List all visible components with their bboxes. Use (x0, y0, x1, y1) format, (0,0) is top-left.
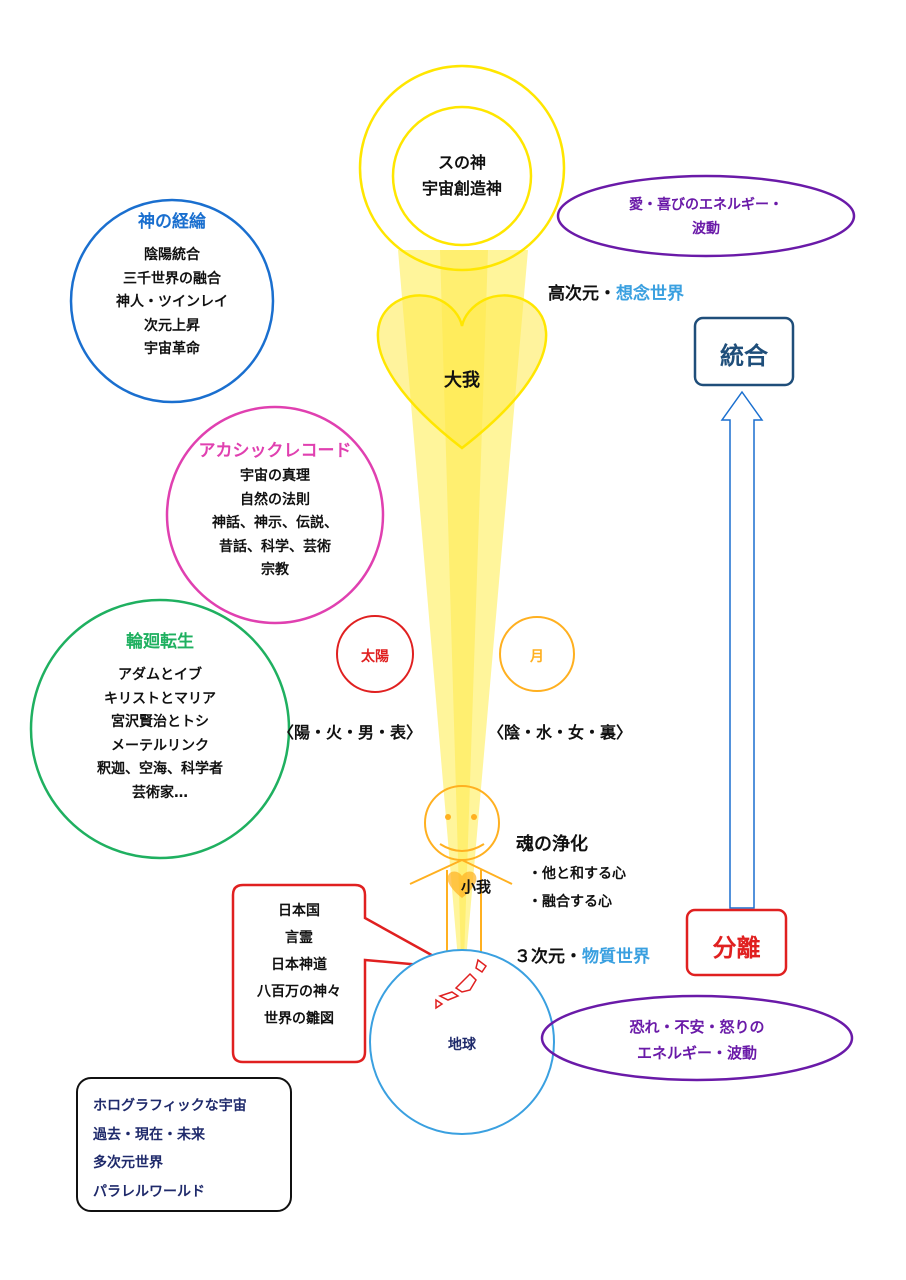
divine-circle-text: スの神 宇宙創造神 (392, 150, 532, 202)
god-plan-item: 陰陽統合 (144, 247, 200, 263)
integration-box-shape (693, 316, 795, 387)
left-eye-icon (445, 814, 451, 820)
fear-ellipse-shape (540, 994, 854, 1082)
god-plan-item: 次元上昇 (144, 317, 200, 334)
bottom-box-text: ホログラフィックな宇宙 過去・現在・未来 多次元世界 パラレルワールド (93, 1092, 289, 1206)
reincarnation-item: アダムとイブ (118, 667, 202, 683)
soul-purification-item: ・融合する心 (528, 894, 612, 910)
god-plan-item: 神人・ツインレイ (116, 294, 228, 310)
love-energy-line1: 愛・喜びのエネルギー・ (629, 197, 783, 213)
sun-circle (336, 615, 414, 693)
soul-purification-item: ・他と和する心 (528, 866, 626, 882)
reincarnation-circle (29, 598, 291, 860)
akashic-item: 神話、神示、伝説、 (212, 515, 338, 531)
inner-divine-circle (391, 105, 533, 247)
reincarnation-item: メーテルリンク (111, 737, 209, 754)
earth-label: 地球 (448, 1037, 476, 1053)
small-heart-icon (447, 871, 477, 898)
sun-label: 太陽 (361, 649, 389, 665)
bottom-box-item: ホログラフィックな宇宙 (93, 1098, 247, 1114)
bottom-box-item: 多次元世界 (93, 1155, 163, 1171)
upward-arrow-icon (720, 390, 764, 909)
bottom-box-item: パラレルワールド (93, 1183, 205, 1200)
god-plan-item: 宇宙革命 (144, 341, 200, 357)
akashic-item: 宇宙の真理 (240, 468, 310, 484)
divine-name: スの神 (437, 153, 486, 172)
stick-figure (409, 785, 513, 955)
soul-purification-list: ・他と和する心 ・融合する心 (528, 860, 626, 916)
integration-label: 統合 (720, 342, 768, 370)
sun-attributes: 〈陽・火・男・表〉 (278, 723, 423, 742)
third-dimension-label: ３次元・物質世界 (514, 942, 650, 967)
fear-energy-line2: エネルギー・波動 (636, 1044, 757, 1062)
japan-bubble-item: 世界の雛図 (264, 1011, 334, 1027)
god-plan-circle (69, 198, 275, 404)
separation-box-shape (685, 908, 788, 977)
love-ellipse-shape (556, 174, 856, 258)
bottom-box-shape (76, 1077, 292, 1212)
great-self-label: 大我 (444, 370, 480, 391)
reincarnation-title: 輪廻転生 (126, 632, 194, 652)
fear-energy-line1: 恐れ・不安・怒りの (629, 1018, 765, 1036)
higher-dimension-prefix: 高次元・ (548, 284, 616, 304)
love-energy-line2: 波動 (692, 221, 720, 237)
bottom-box-item: 過去・現在・未来 (93, 1126, 205, 1143)
heart-shape (376, 294, 548, 450)
reincarnation-item: 釈迦、空海、科学者 (97, 761, 223, 777)
soul-purification-title: 魂の浄化 (516, 834, 588, 855)
akashic-title: アカシックレコード (198, 441, 352, 461)
akashic-text: アカシックレコード 宇宙の真理 自然の法則 神話、神示、伝説、 昔話、科学、芸術… (175, 436, 375, 583)
love-energy-label: 愛・喜びのエネルギー・ 波動 (570, 193, 842, 241)
god-plan-text: 神の経綸 陰陽統合 三千世界の融合 神人・ツインレイ 次元上昇 宇宙革命 (82, 207, 262, 362)
akashic-item: 宗教 (261, 562, 289, 578)
third-dimension-prefix: ３次元・ (514, 947, 582, 967)
japan-map-icon (435, 958, 488, 1010)
japan-bubble-text: 日本国 言霊 日本神道 八百万の神々 世界の雛図 (233, 898, 365, 1033)
material-world-text: 物質世界 (582, 947, 650, 967)
small-self-label: 小我 (460, 878, 491, 896)
japan-bubble-item: 八百万の神々 (257, 984, 341, 1000)
japan-bubble-item: 日本国 (278, 903, 320, 919)
thought-world-text: 想念世界 (616, 284, 684, 304)
moon-label: 月 (530, 649, 544, 665)
separation-label: 分離 (712, 934, 761, 962)
earth-circle (369, 949, 555, 1135)
god-plan-item: 三千世界の融合 (123, 270, 221, 287)
higher-dimension-label: 高次元・想念世界 (548, 279, 684, 304)
outer-divine-circle (358, 64, 566, 272)
moon-attributes: 〈陰・水・女・裏〉 (488, 723, 633, 742)
akashic-circle (165, 405, 385, 625)
moon-circle (499, 616, 575, 692)
japan-bubble-item: 日本神道 (271, 957, 327, 973)
akashic-item: 自然の法則 (240, 491, 310, 508)
reincarnation-item: 宮沢賢治とトシ (111, 714, 209, 730)
speech-bubble-shape (231, 883, 456, 1064)
creator-god: 宇宙創造神 (421, 179, 502, 198)
reincarnation-item: キリストとマリア (104, 690, 216, 707)
reincarnation-text: 輪廻転生 アダムとイブ キリストとマリア 宮沢賢治とトシ メーテルリンク 釈迦、… (60, 627, 260, 805)
reincarnation-item: 芸術家… (132, 784, 188, 801)
akashic-item: 昔話、科学、芸術 (219, 538, 331, 555)
japan-bubble-item: 言霊 (285, 930, 313, 946)
fear-energy-label: 恐れ・不安・怒りの エネルギー・波動 (550, 1014, 844, 1066)
god-plan-title: 神の経綸 (138, 212, 206, 232)
right-eye-icon (471, 814, 477, 820)
